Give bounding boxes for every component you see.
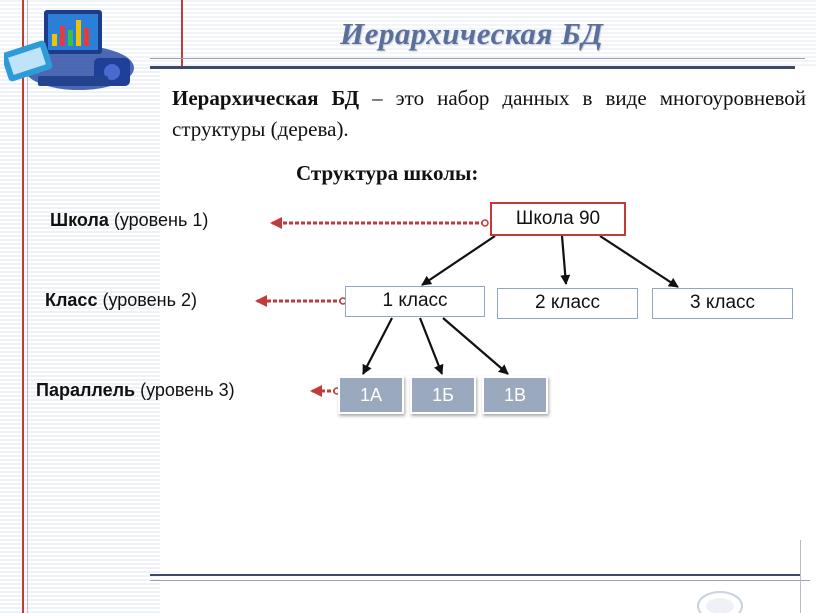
node-parallel-1v: 1В xyxy=(482,376,548,414)
level-name: Параллель xyxy=(36,380,136,400)
node-class-3: 3 класс xyxy=(652,288,793,319)
level-suffix: (уровень 3) xyxy=(135,380,235,400)
edge-root-class3 xyxy=(599,235,679,288)
node-class-2: 2 класс xyxy=(497,288,638,319)
level-suffix: (уровень 2) xyxy=(97,290,197,310)
level-label-1: Школа (уровень 1) xyxy=(50,210,208,231)
description: Иерархическая БД – это набор данных в ви… xyxy=(172,83,806,145)
level-suffix: (уровень 1) xyxy=(108,210,209,230)
level-arrow-1 xyxy=(270,217,489,229)
footer-rule-thin xyxy=(150,580,810,581)
description-term: Иерархическая БД xyxy=(172,86,360,110)
node-parallel-1a: 1А xyxy=(338,376,404,414)
level-name: Класс xyxy=(45,290,98,310)
edge-root-class2 xyxy=(560,235,571,285)
footer-vertical-line xyxy=(800,540,801,613)
corner-decoration-icon xyxy=(697,591,743,613)
node-parallel-1b: 1Б xyxy=(410,376,476,414)
header-rule-thin xyxy=(150,58,805,59)
level-label-3: Параллель (уровень 3) xyxy=(36,380,235,401)
edge-root-class1 xyxy=(421,235,496,286)
edge-class1-1a xyxy=(362,317,393,375)
level-name: Школа xyxy=(50,210,109,230)
background-stripes-top xyxy=(0,0,816,66)
description-definition: – это набор данных в виде многоуровневой… xyxy=(172,86,806,141)
node-class-1: 1 класс xyxy=(345,286,485,317)
margin-line-red xyxy=(22,0,24,613)
edge-class1-1b xyxy=(418,317,444,375)
footer-rule xyxy=(150,574,800,576)
node-root: Школа 90 xyxy=(490,202,626,236)
page-title: Иерархическая БД xyxy=(340,16,604,51)
computer-clipart-icon xyxy=(4,10,134,90)
level-label-2: Класс (уровень 2) xyxy=(45,290,197,311)
margin-line-gray xyxy=(27,0,28,613)
structure-heading: Структура школы: xyxy=(296,161,479,185)
background-stripes-left xyxy=(0,0,160,613)
header-rule xyxy=(150,66,795,69)
edge-class1-1v xyxy=(442,317,509,375)
header-line-red xyxy=(181,0,183,66)
level-arrow-2 xyxy=(255,295,347,307)
level-arrow-3 xyxy=(310,385,341,397)
